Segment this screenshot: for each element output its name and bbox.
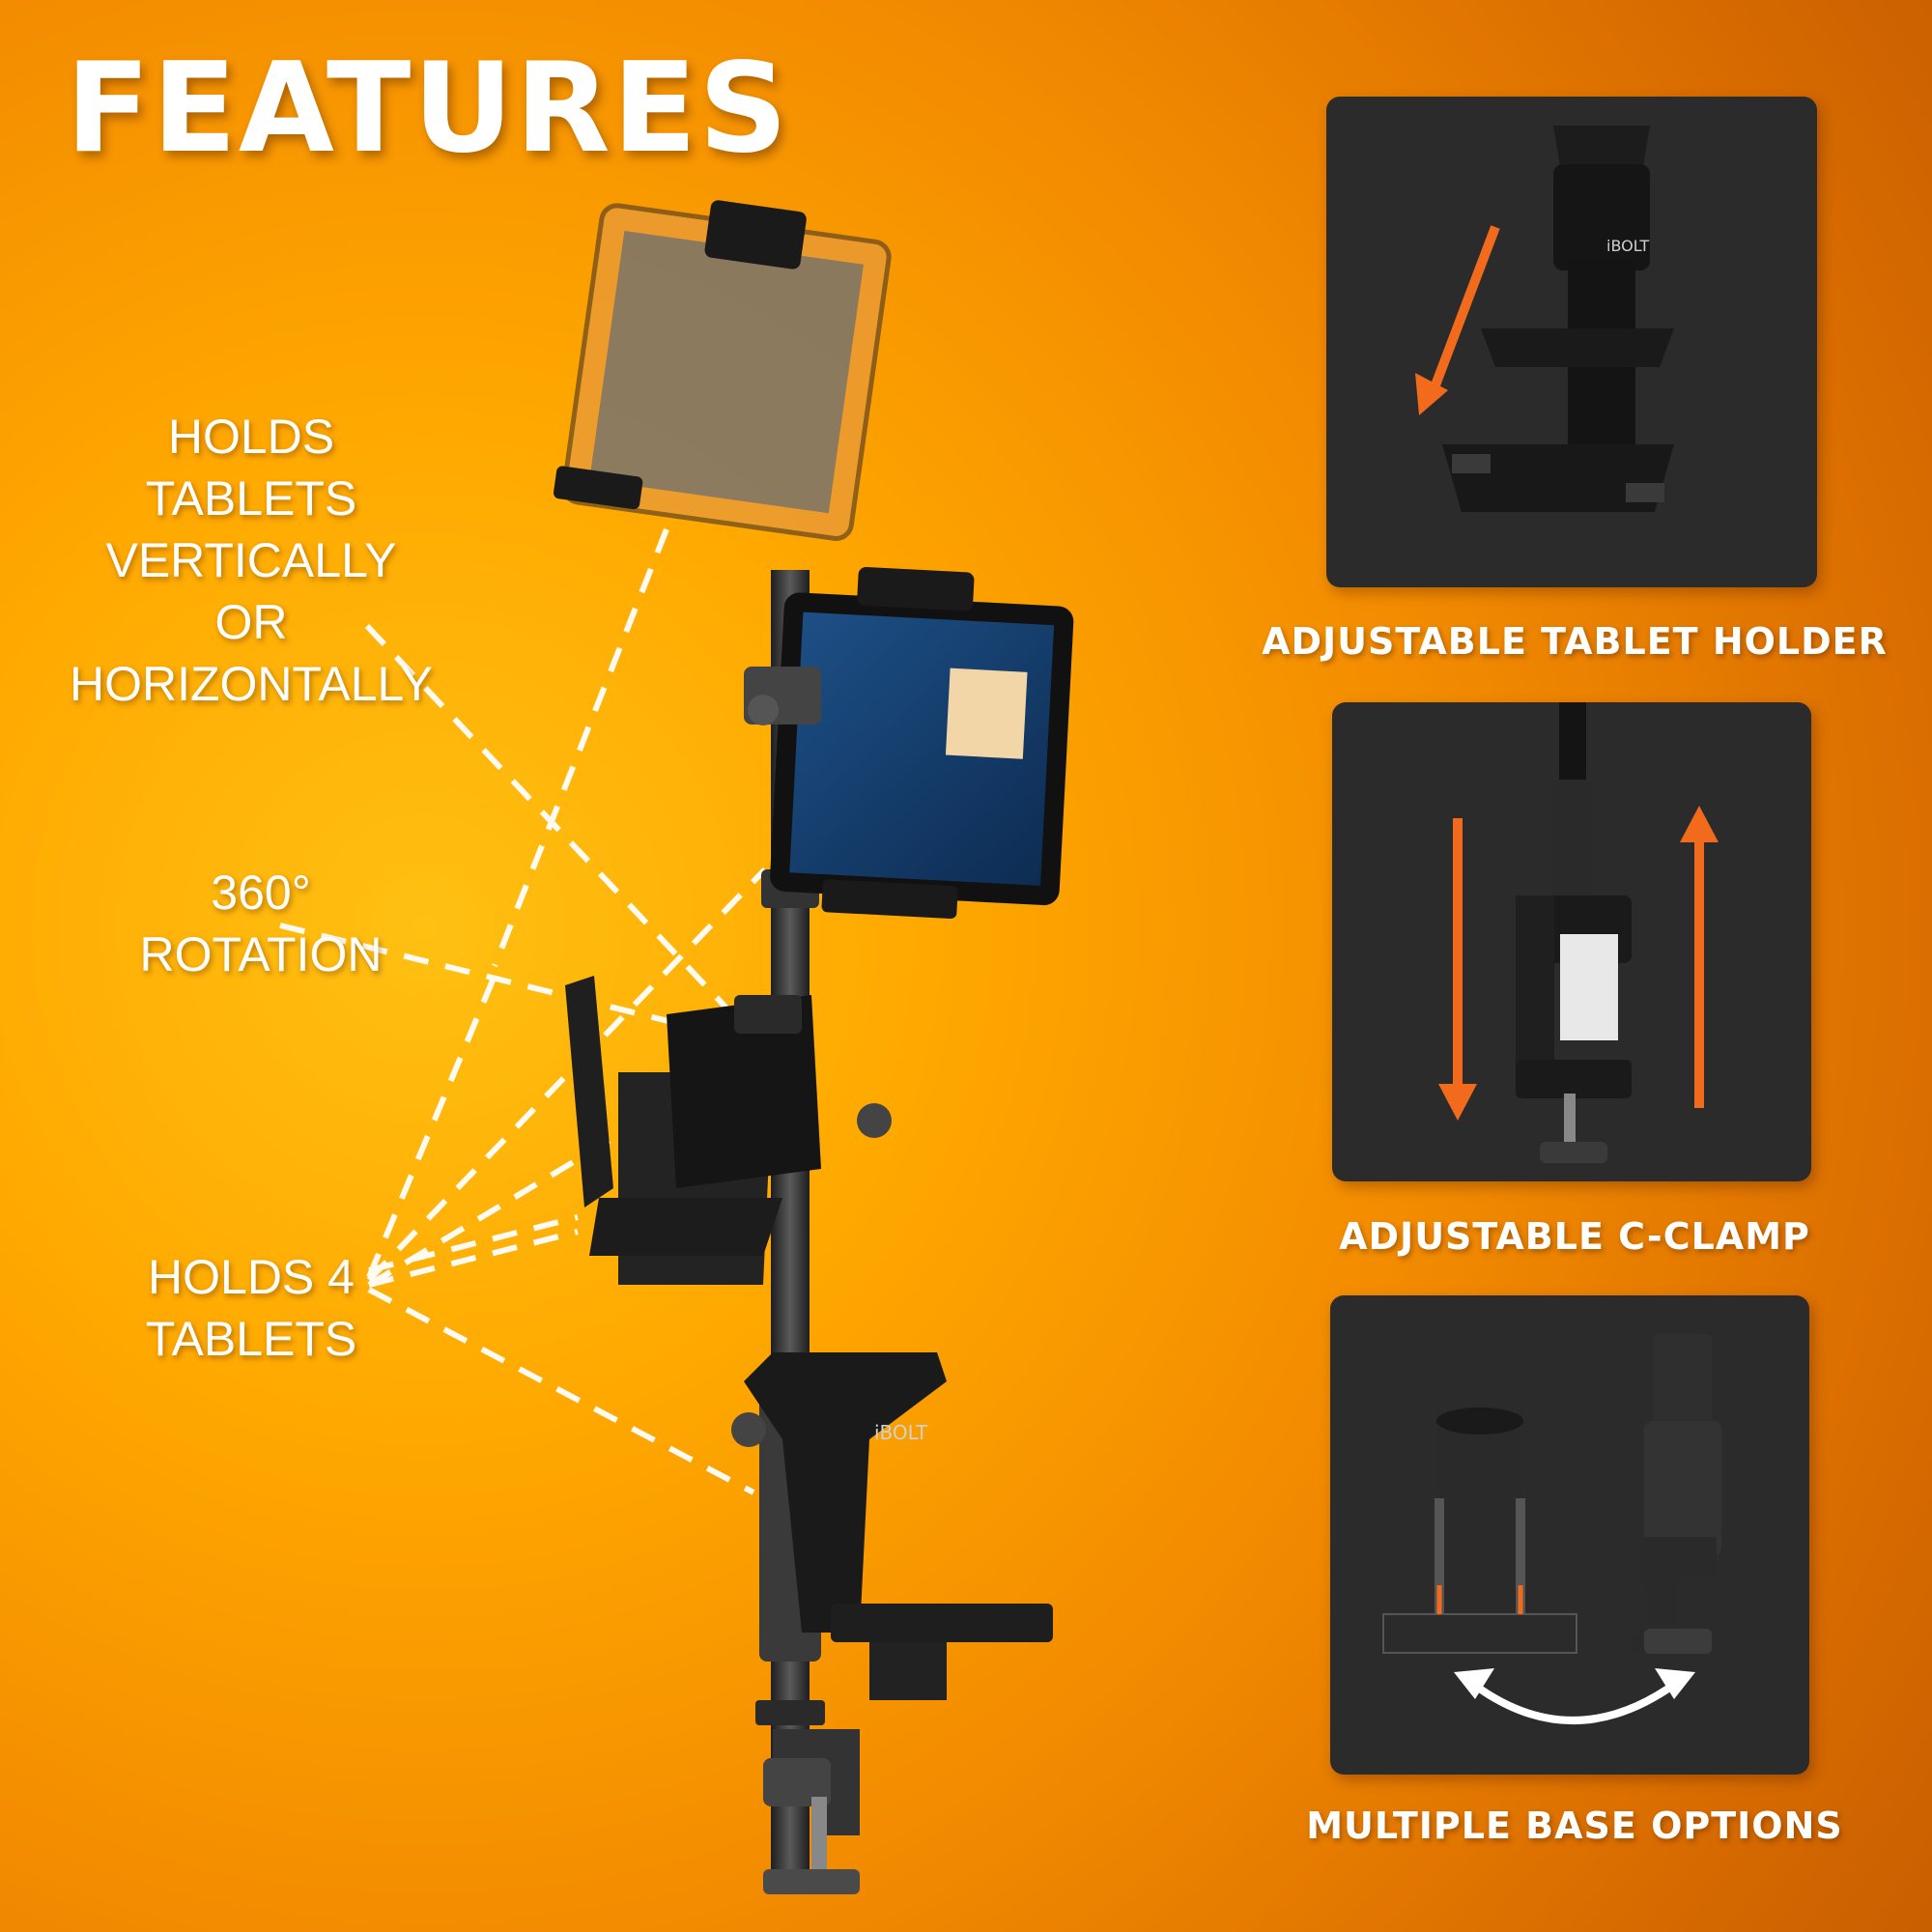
callout-capacity-line-1: HOLDS 4 <box>148 1250 355 1304</box>
arrow-curve-left-icon <box>1454 1668 1494 1699</box>
callout-rotation: 360° ROTATION <box>87 862 435 985</box>
callout-lines <box>279 527 768 1495</box>
tablet-horizontal <box>770 566 1074 920</box>
callout-rotation-text: 360° ROTATION <box>139 866 383 981</box>
arrow-down-left-icon <box>1415 373 1448 415</box>
callout-orientation-line-2: VERTICALLY OR <box>105 533 397 649</box>
panel-base-options <box>1330 1295 1809 1775</box>
callout-orientation: HOLDS TABLETS VERTICALLY OR HORIZONTALLY <box>68 406 435 715</box>
panel-tablet-holder: iBOLT <box>1326 97 1817 587</box>
caption-base-options: MULTIPLE BASE OPTIONS <box>1306 1804 1843 1847</box>
panel-c-clamp <box>1332 702 1811 1181</box>
c-clamp-image <box>1438 702 1719 1163</box>
base-options-image <box>1382 1334 1721 1724</box>
tablet-top-rotated <box>553 200 892 541</box>
svg-text:iBOLT: iBOLT <box>1606 237 1649 255</box>
arrow-up-icon <box>1680 806 1719 842</box>
arrow-curve-right-icon <box>1655 1668 1695 1699</box>
bottom-c-clamp <box>763 1729 860 1894</box>
callout-capacity-line-2: TABLETS <box>145 1312 357 1366</box>
callout-capacity: HOLDS 4 TABLETS <box>135 1246 367 1370</box>
arrow-down-icon <box>1438 1084 1477 1121</box>
tablet-holder-bottom: iBOLT <box>744 1352 1053 1700</box>
callout-orientation-line-1: HOLDS TABLETS <box>145 410 357 526</box>
svg-text:iBOLT: iBOLT <box>874 1421 928 1444</box>
tablet-holder-middle <box>565 976 821 1285</box>
page-title: FEATURES <box>66 37 790 181</box>
caption-tablet-holder: ADJUSTABLE TABLET HOLDER <box>1262 620 1888 663</box>
callout-orientation-line-3: HORIZONTALLY <box>70 657 433 711</box>
caption-c-clamp: ADJUSTABLE C-CLAMP <box>1339 1215 1810 1258</box>
tablet-holder-image: iBOLT <box>1415 126 1674 512</box>
